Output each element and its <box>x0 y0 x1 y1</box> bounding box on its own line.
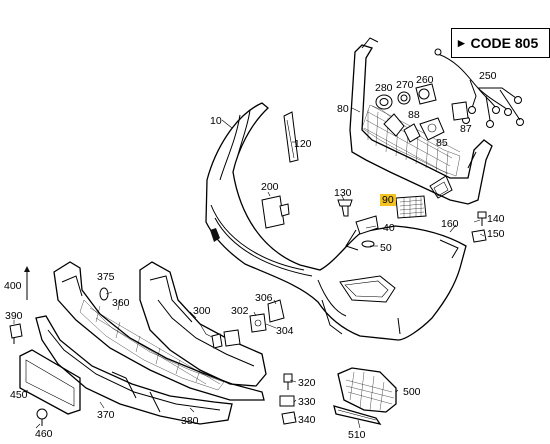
callout-330[interactable]: 330 <box>298 396 316 408</box>
lower-spoiler-360 <box>53 261 265 401</box>
callout-390[interactable]: 390 <box>5 310 23 322</box>
callout-300[interactable]: 300 <box>193 305 211 317</box>
callout-380[interactable]: 380 <box>181 415 199 427</box>
callout-304[interactable]: 304 <box>276 325 294 337</box>
callout-50[interactable]: 50 <box>380 242 392 254</box>
callout-120[interactable]: 120 <box>294 138 312 150</box>
module-200 <box>261 195 290 229</box>
sensor-brackets <box>383 113 445 143</box>
lower-carrier-300 <box>139 261 267 387</box>
callout-87[interactable]: 87 <box>460 123 472 135</box>
callout-260[interactable]: 260 <box>416 74 434 86</box>
plate-holder-450 <box>19 349 81 415</box>
bumper-cover <box>205 102 467 341</box>
callout-160[interactable]: 160 <box>441 218 459 230</box>
callout-280[interactable]: 280 <box>375 82 393 94</box>
code-reference-box: ▸ CODE 805 <box>451 28 550 58</box>
bolt-460 <box>36 408 48 426</box>
callout-302[interactable]: 302 <box>231 305 249 317</box>
clip-390 <box>9 323 23 344</box>
grommet-375 <box>99 287 109 301</box>
dimension-marker-400 <box>24 266 30 300</box>
nut-150 <box>471 229 487 243</box>
callout-10[interactable]: 10 <box>210 115 222 127</box>
callout-500[interactable]: 500 <box>403 386 421 398</box>
fasteners-320-340 <box>279 373 297 425</box>
leader-lines <box>13 107 485 429</box>
callout-400[interactable]: 400 <box>4 280 22 292</box>
callout-88[interactable]: 88 <box>408 109 420 121</box>
callout-80[interactable]: 80 <box>337 103 349 115</box>
callout-360[interactable]: 360 <box>112 297 130 309</box>
callout-140[interactable]: 140 <box>487 213 505 225</box>
callout-450[interactable]: 450 <box>10 389 28 401</box>
wiring-harness <box>434 48 524 128</box>
trim-strip-510 <box>333 405 382 425</box>
callout-510[interactable]: 510 <box>348 429 366 441</box>
grille-insert-90 <box>395 195 427 219</box>
callout-40[interactable]: 40 <box>383 222 395 234</box>
callout-250[interactable]: 250 <box>479 70 497 82</box>
brackets-302-306 <box>249 299 285 333</box>
callout-306[interactable]: 306 <box>255 292 273 304</box>
callout-130[interactable]: 130 <box>334 187 352 199</box>
code-label: CODE 805 <box>470 35 539 51</box>
callout-200[interactable]: 200 <box>261 181 279 193</box>
grille-carrier <box>349 37 493 205</box>
callout-150[interactable]: 150 <box>487 228 505 240</box>
trim-strip-120 <box>283 111 299 163</box>
cover-40-50 <box>345 215 379 251</box>
callout-375[interactable]: 375 <box>97 271 115 283</box>
callout-370[interactable]: 370 <box>97 409 115 421</box>
clip-130 <box>337 199 353 217</box>
callout-320[interactable]: 320 <box>298 377 316 389</box>
callout-270[interactable]: 270 <box>396 79 414 91</box>
callout-85[interactable]: 85 <box>436 137 448 149</box>
skid-plate-370 <box>35 315 233 425</box>
callout-340[interactable]: 340 <box>298 414 316 426</box>
bolt-140 <box>477 211 487 226</box>
callout-460[interactable]: 460 <box>35 428 53 440</box>
fog-grille-500 <box>337 367 397 413</box>
parking-sensors <box>375 83 469 121</box>
arrow-right-icon: ▸ <box>458 35 465 50</box>
callout-90[interactable]: 90 <box>380 194 396 206</box>
